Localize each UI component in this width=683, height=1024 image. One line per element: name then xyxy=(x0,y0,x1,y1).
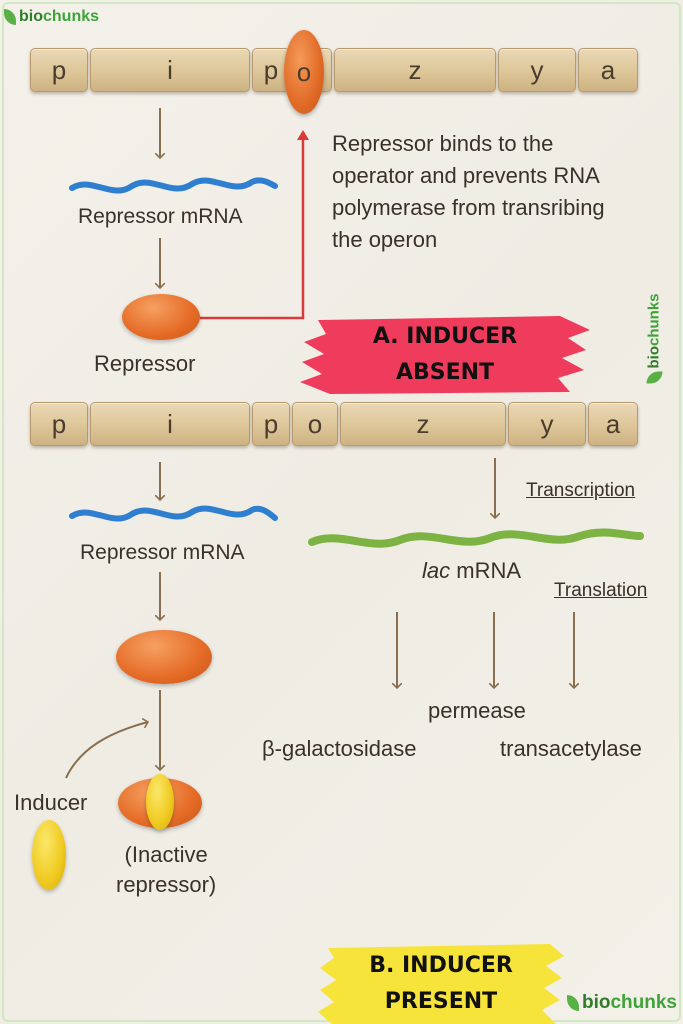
gene-segment-y: y xyxy=(508,402,586,446)
banner-inducer-absent: A. INDUCER ABSENT xyxy=(300,316,590,394)
repressor-protein-a xyxy=(122,294,200,340)
repressor-label: Repressor xyxy=(94,351,196,376)
note-line: the operon xyxy=(332,227,438,252)
brand-chunks: chunks xyxy=(43,8,100,25)
inactive-repressor-label: (Inactive repressor) xyxy=(116,840,216,900)
operon-gene-bar-b: p i p o z y a xyxy=(30,402,638,446)
repressor-binding-arrow xyxy=(200,130,309,320)
lac-mrna-strand xyxy=(308,528,644,548)
inactive-line: (Inactive xyxy=(124,842,208,867)
gene-segment-p: p xyxy=(30,48,88,92)
inactive-line: repressor) xyxy=(116,872,217,897)
banner-inducer-present: B. INDUCER PRESENT xyxy=(318,944,564,1024)
gene-segment-z: z xyxy=(340,402,506,446)
gene-segment-y: y xyxy=(498,48,576,92)
brand-chunks: chunks xyxy=(610,992,677,1013)
arrow-inducer-binding xyxy=(65,722,148,779)
operator-label: o xyxy=(296,56,312,87)
repressor-binding-note: Repressor binds to the operator and prev… xyxy=(332,128,605,256)
gene-segment-z: z xyxy=(334,48,496,92)
banner-brush-yellow xyxy=(318,944,564,1024)
inducer-label: Inducer xyxy=(14,790,88,815)
brand-bio: bio xyxy=(581,992,611,1013)
transcription-label: Transcription xyxy=(526,480,636,501)
lac-gene-italic: lac xyxy=(422,558,451,583)
gene-segment-a: a xyxy=(588,402,638,446)
note-line: polymerase from transribing xyxy=(332,195,605,220)
repressor-protein-b xyxy=(116,630,212,684)
gene-segment-o: o xyxy=(292,402,338,446)
banner-b-line-1: B. INDUCER xyxy=(369,953,513,978)
repressor-mrna-strand-b xyxy=(69,505,278,522)
banner-b-line-2: PRESENT xyxy=(384,989,498,1014)
leaf-icon xyxy=(4,9,16,25)
operon-gene-bar-a: p i p o z y a xyxy=(30,48,638,92)
note-line: Repressor binds to the xyxy=(332,131,554,156)
mrna-suffix: mRNA xyxy=(450,558,522,583)
banner-brush-red xyxy=(300,316,590,394)
banner-a-line-1: A. INDUCER xyxy=(372,324,518,349)
note-line: operator and prevents RNA xyxy=(332,163,600,188)
repressor-mrna-label-a: Repressor mRNA xyxy=(78,205,243,228)
repressor-mrna-label-b: Repressor mRNA xyxy=(80,541,245,564)
gene-segment-p2: p xyxy=(252,48,290,92)
gene-segment-p: p xyxy=(30,402,88,446)
gene-segment-i: i xyxy=(90,402,250,446)
banner-a-line-2: ABSENT xyxy=(395,360,495,385)
repressor-bound-operator: o xyxy=(284,30,324,114)
repressor-mrna-strand-a xyxy=(69,177,278,194)
lac-mrna-label: lac mRNA xyxy=(422,558,521,584)
leaf-icon xyxy=(566,995,579,1011)
beta-galactosidase-label: β-galactosidase xyxy=(262,736,417,761)
transacetylase-label: transacetylase xyxy=(500,736,642,761)
translation-label: Translation xyxy=(554,580,648,601)
bound-inducer xyxy=(146,774,174,830)
brand-bio: bio xyxy=(19,8,43,25)
gene-segment-a: a xyxy=(578,48,638,92)
inducer-molecule xyxy=(32,820,66,890)
gene-segment-i: i xyxy=(90,48,250,92)
permease-label: permease xyxy=(428,698,526,723)
gene-segment-p2: p xyxy=(252,402,290,446)
